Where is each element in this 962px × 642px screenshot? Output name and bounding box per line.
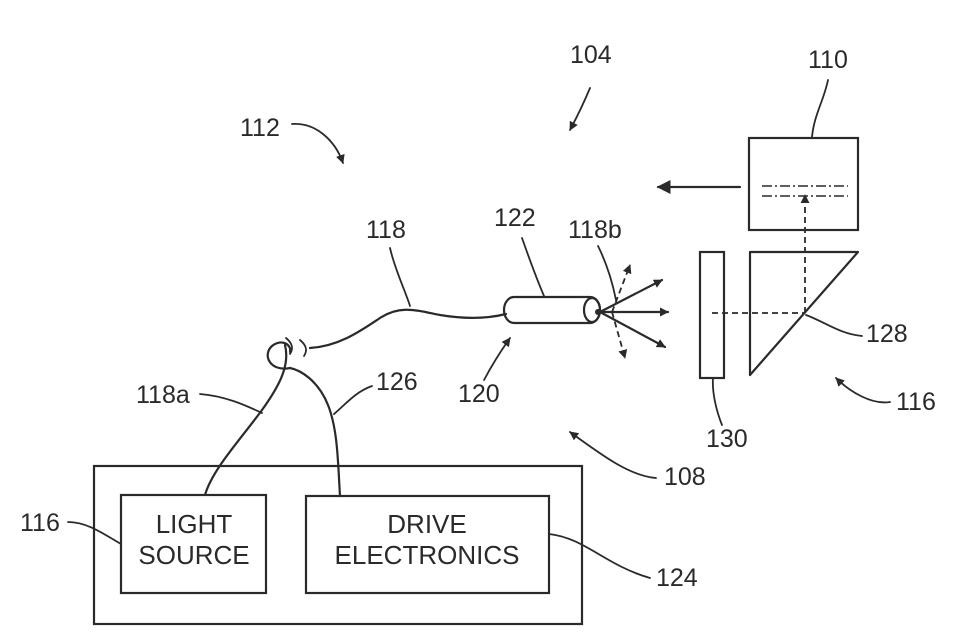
scanner-tube	[502, 295, 602, 325]
leader-118	[389, 247, 411, 307]
light-source-box: LIGHT SOURCE	[119, 493, 268, 595]
break-mark-1	[285, 337, 293, 355]
leader-126	[333, 385, 373, 415]
fiber-118a	[203, 343, 288, 497]
arrow-116-right	[835, 377, 891, 404]
break-mark-2	[299, 339, 307, 357]
light-source-label-line1: LIGHT	[156, 509, 233, 539]
label-120: 120	[458, 380, 500, 408]
label-126: 126	[376, 368, 418, 396]
leader-122	[521, 237, 545, 297]
label-112: 112	[240, 114, 280, 142]
label-116-left: 116	[20, 509, 60, 537]
leader-118a	[199, 393, 263, 414]
label-110: 110	[808, 46, 848, 74]
detector-box-110	[747, 136, 860, 232]
leader-130	[711, 377, 723, 426]
drive-electronics-label-line1: DRIVE	[387, 509, 466, 539]
label-118b: 118b	[568, 216, 622, 244]
label-118a: 118a	[136, 381, 190, 409]
label-124: 124	[656, 564, 698, 592]
drive-electronics-box: DRIVE ELECTRONICS	[304, 494, 551, 595]
plate-130	[698, 250, 726, 380]
label-128: 128	[866, 320, 908, 348]
label-130: 130	[706, 425, 748, 453]
fiber-118	[308, 308, 508, 350]
arrow-108	[569, 431, 657, 479]
label-116-right: 116	[896, 388, 936, 416]
leader-116-left	[67, 521, 122, 545]
leader-110	[811, 79, 829, 138]
emission-arrows	[598, 264, 670, 359]
label-104: 104	[570, 41, 612, 69]
leader-118b	[597, 245, 617, 301]
leader-124	[548, 533, 651, 579]
arrow-120	[483, 337, 511, 381]
label-118: 118	[366, 216, 406, 244]
arrow-112	[291, 123, 345, 164]
break-loop	[266, 341, 292, 370]
drive-electronics-label-line2: ELECTRONICS	[335, 540, 520, 570]
drive-wire-126	[288, 366, 342, 498]
light-source-label-line2: SOURCE	[138, 540, 249, 570]
arrow-104	[569, 87, 591, 131]
leader-128	[805, 314, 863, 337]
label-122: 122	[494, 204, 536, 232]
label-108: 108	[664, 463, 706, 491]
